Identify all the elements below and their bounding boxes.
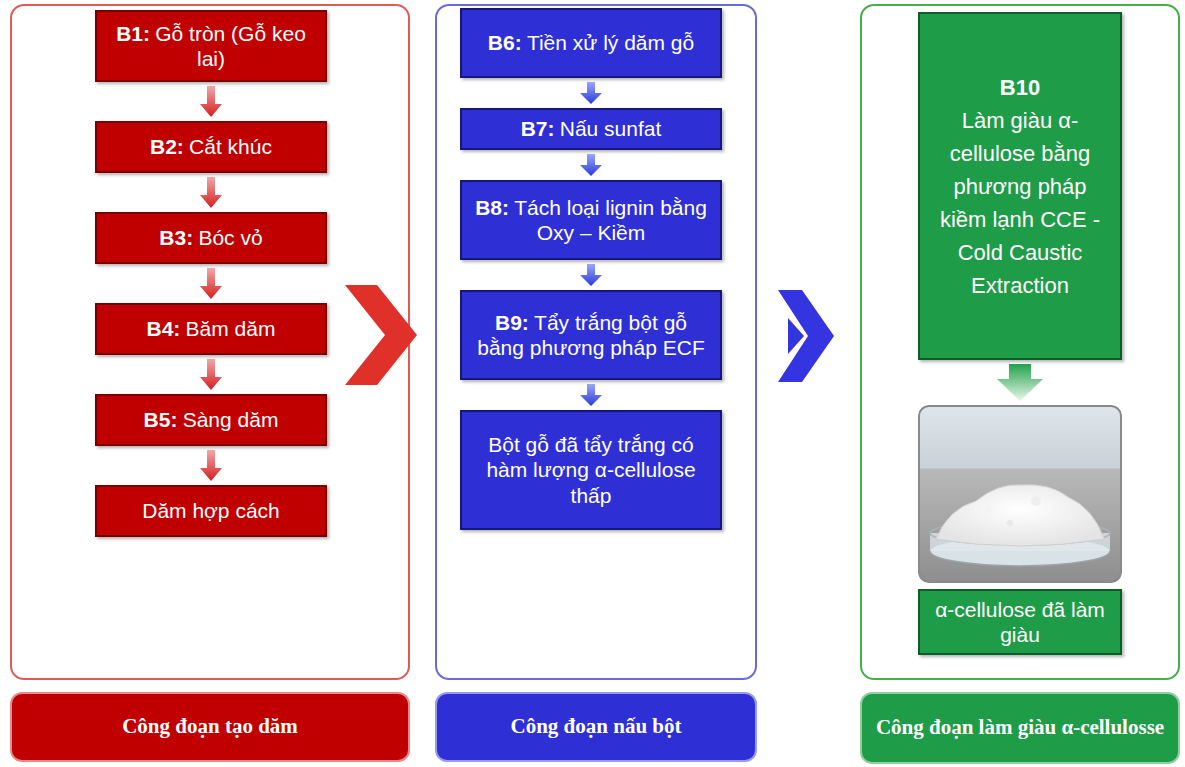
step-number: B5: xyxy=(144,408,178,431)
stage-label-band: Công đoạn tạo dăm xyxy=(10,692,410,762)
arrow-shape xyxy=(580,384,602,406)
step-number: B2: xyxy=(150,135,184,158)
step-label: Cắt khúc xyxy=(189,135,272,158)
process-box: B8:Tách loại lignin bằng Oxy – Kiềm xyxy=(460,180,722,260)
step-number: B3: xyxy=(159,226,193,249)
step-label: Băm dăm xyxy=(186,317,276,340)
process-box: B10Làm giàu α-cellulose bằng phương pháp… xyxy=(918,12,1122,360)
process-box: B1:Gỗ tròn (Gỗ keo lai) xyxy=(95,10,327,82)
arrow-shape xyxy=(200,177,222,208)
step-label: Bột gỗ đã tẩy trắng có hàm lượng α-cellu… xyxy=(486,433,695,506)
step-number: B6: xyxy=(488,31,522,54)
arrow-shape xyxy=(200,268,222,299)
stage-label-band: Công đoạn nấu bột xyxy=(435,692,757,762)
arrow-shape xyxy=(997,364,1043,401)
arrow-shape xyxy=(200,86,222,117)
flow-arrow xyxy=(200,177,222,208)
chevron-arrow xyxy=(345,285,417,385)
process-box: Dăm hợp cách xyxy=(95,485,327,537)
flow-arrow xyxy=(200,268,222,299)
step-number: B9: xyxy=(495,311,529,334)
flow-arrow xyxy=(997,364,1043,401)
chevron-arrow xyxy=(778,290,834,382)
flow-arrow xyxy=(580,384,602,406)
arrow-shape xyxy=(200,359,222,390)
step-number: B10 xyxy=(928,71,1112,104)
step-number: B4: xyxy=(147,317,181,340)
result-label-box: α-cellulose đã làm giàu xyxy=(918,589,1122,655)
process-box: B5:Sàng dăm xyxy=(95,394,327,446)
flow-arrow xyxy=(580,264,602,286)
process-box: B3:Bóc vỏ xyxy=(95,212,327,264)
arrow-shape xyxy=(580,154,602,176)
stage-label-band: Công đoạn làm giàu α-cellulosse xyxy=(860,692,1180,764)
flow-arrow xyxy=(580,82,602,104)
product-photo xyxy=(918,405,1122,583)
process-box: B6:Tiền xử lý dăm gỗ xyxy=(460,8,722,78)
arrow-shape xyxy=(580,82,602,104)
step-label: Tiền xử lý dăm gỗ xyxy=(527,31,694,54)
arrow-shape xyxy=(580,264,602,286)
process-box: B4:Băm dăm xyxy=(95,303,327,355)
process-box: B9:Tẩy trắng bột gỗ bằng phương pháp ECF xyxy=(460,290,722,380)
flow-arrow xyxy=(580,154,602,176)
step-label: Nấu sunfat xyxy=(560,117,662,140)
step-label: Dăm hợp cách xyxy=(142,499,280,522)
step-number: B8: xyxy=(475,196,509,219)
step-label: Bóc vỏ xyxy=(198,226,262,249)
stage-name: Công đoạn nấu bột xyxy=(511,714,682,738)
result-label: α-cellulose đã làm giàu xyxy=(935,598,1105,646)
process-box: B7:Nấu sunfat xyxy=(460,108,722,150)
step-label: Làm giàu α-cellulose bằng phương pháp ki… xyxy=(940,108,1100,298)
stage-name: Công đoạn làm giàu α-cellulosse xyxy=(876,715,1164,739)
flow-arrow xyxy=(200,86,222,117)
step-number: B7: xyxy=(521,117,555,140)
arrow-shape xyxy=(200,450,222,481)
flow-arrow xyxy=(200,450,222,481)
flow-arrow xyxy=(200,359,222,390)
process-box: Bột gỗ đã tẩy trắng có hàm lượng α-cellu… xyxy=(460,410,722,530)
stage-name: Công đoạn tạo dăm xyxy=(122,714,298,738)
process-box: B2:Cắt khúc xyxy=(95,121,327,173)
step-label: Tách loại lignin bằng Oxy – Kiềm xyxy=(514,196,707,244)
result-card: α-cellulose đã làm giàu xyxy=(918,405,1122,655)
chevron-notch xyxy=(788,318,804,354)
step-number: B1: xyxy=(116,22,150,45)
step-label: Gỗ tròn (Gỗ keo lai) xyxy=(155,22,306,70)
step-label: Sàng dăm xyxy=(183,408,279,431)
